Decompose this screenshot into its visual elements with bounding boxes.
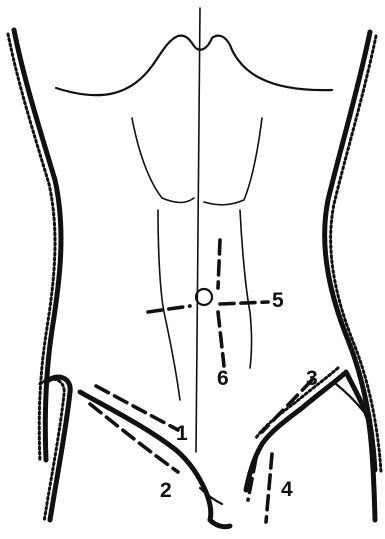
torso-left-contour	[8, 30, 61, 462]
incision-2-path	[90, 404, 178, 472]
left-thigh-contour	[40, 377, 230, 527]
label-4: 4	[281, 478, 293, 501]
incision-6-path	[218, 240, 220, 288]
midline	[196, 8, 200, 452]
incision-4-path	[266, 454, 272, 522]
clavicle-line	[56, 36, 332, 96]
label-1: 1	[176, 422, 188, 445]
label-3: 3	[306, 367, 318, 390]
label-6: 6	[217, 367, 229, 390]
incision-5-path-right	[220, 302, 268, 304]
umbilicus	[196, 289, 212, 305]
label-2: 2	[160, 479, 172, 502]
torso-right-contour	[325, 32, 381, 472]
incision-5-path	[148, 306, 190, 312]
right-thigh-contour	[246, 368, 375, 520]
incision-6-path-lower	[218, 312, 224, 366]
label-5: 5	[272, 289, 284, 312]
